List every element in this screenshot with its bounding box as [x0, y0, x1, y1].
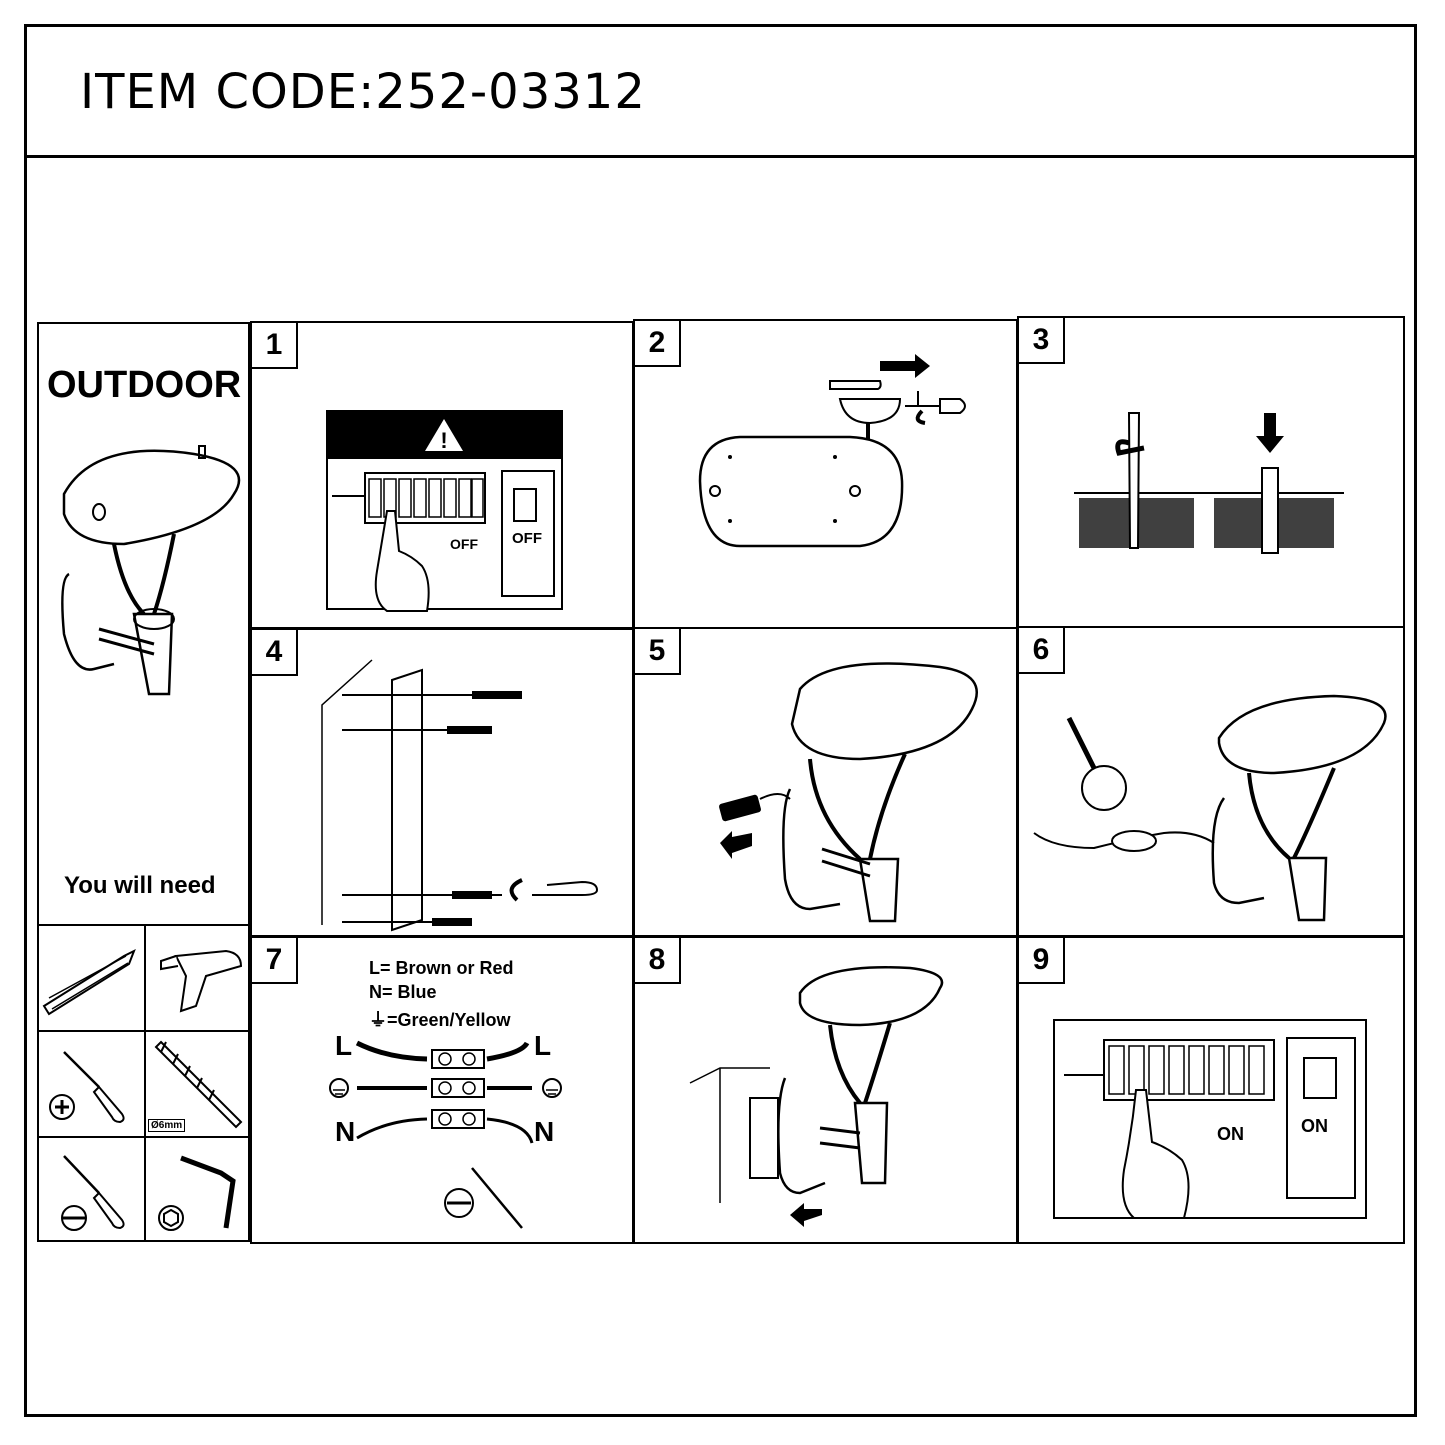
phillips-screwdriver-icon	[49, 1051, 125, 1124]
step-5: 5	[633, 627, 1018, 937]
pencil-icon	[42, 948, 136, 1016]
step-6: 6	[1017, 626, 1405, 937]
tool-cell	[39, 1136, 144, 1242]
breaker-on-label: ON	[1217, 1124, 1244, 1144]
drill-bit-size-label: Ø6mm	[148, 1119, 186, 1132]
wall-lamp-icon	[61, 445, 241, 696]
step-number: 2	[635, 321, 681, 367]
fix-mounting-plate-illustration	[321, 659, 599, 932]
power-drill-icon	[160, 949, 243, 1013]
header-divider	[24, 155, 1417, 158]
neutral-right-label: N	[534, 1116, 555, 1147]
step-9: 9 ON ON	[1017, 936, 1405, 1244]
step-number: 3	[1019, 318, 1065, 364]
step-number: 4	[252, 630, 298, 676]
outdoor-title: OUTDOOR	[47, 364, 242, 406]
switch-off-label: OFF	[512, 530, 542, 547]
terminal-block-diagram	[329, 1040, 562, 1229]
item-code: ITEM CODE:252-03312	[80, 64, 646, 120]
wiring-legend-neutral: N= Blue	[369, 982, 437, 1002]
step-1: 1 ! OFF OFF	[250, 321, 634, 629]
live-left-label: L	[335, 1030, 353, 1061]
svg-text:!: !	[440, 428, 447, 453]
tool-cell	[39, 924, 144, 1030]
step-number: 5	[635, 629, 681, 675]
attach-lamp-to-wall-illustration	[689, 966, 944, 1227]
you-will-need-label: You will need	[64, 872, 216, 899]
step-4: 4	[250, 628, 634, 937]
neutral-left-label: N	[335, 1116, 356, 1147]
drill-bit-icon	[154, 1040, 243, 1129]
step-7: 7 L= Brown or Red N= Blue ⏚=Green/Yellow…	[250, 936, 634, 1244]
step-number: 1	[252, 323, 298, 369]
live-right-label: L	[534, 1030, 552, 1061]
step-number: 9	[1019, 938, 1065, 984]
drill-and-anchor-illustration	[1074, 412, 1344, 554]
steps-grid: 1 ! OFF OFF	[250, 316, 1405, 1245]
sidebar: OUTDOOR You will need	[37, 322, 250, 1242]
step-number: 6	[1019, 628, 1065, 674]
step-2: 2	[633, 319, 1018, 629]
step-3: 3	[1017, 316, 1405, 629]
flathead-screwdriver-icon	[61, 1155, 125, 1231]
switch-on-label: ON	[1301, 1116, 1328, 1136]
step-number: 8	[635, 938, 681, 984]
breaker-off-illustration: !	[326, 410, 563, 612]
breaker-off-label: OFF	[450, 536, 478, 552]
wiring-legend-earth: ⏚=Green/Yellow	[369, 1010, 511, 1030]
connect-wires-illustration	[719, 662, 978, 923]
remove-mounting-bracket-illustration	[698, 354, 966, 548]
instruction-sheet: OUTDOOR You will need	[37, 316, 1405, 1245]
hex-key-icon	[158, 1155, 236, 1231]
page-frame	[24, 24, 1417, 1417]
tool-cell	[144, 924, 249, 1030]
tool-cell: Ø6mm	[144, 1030, 249, 1136]
tools-grid: Ø6mm	[39, 924, 250, 1242]
terminal-connection-illustration	[1033, 694, 1387, 922]
tool-cell	[144, 1136, 249, 1242]
wiring-legend-live: L= Brown or Red	[369, 958, 514, 978]
tool-cell	[39, 1030, 144, 1136]
breaker-on-illustration	[1053, 1019, 1367, 1219]
step-8: 8	[633, 936, 1018, 1244]
step-number: 7	[252, 938, 298, 984]
